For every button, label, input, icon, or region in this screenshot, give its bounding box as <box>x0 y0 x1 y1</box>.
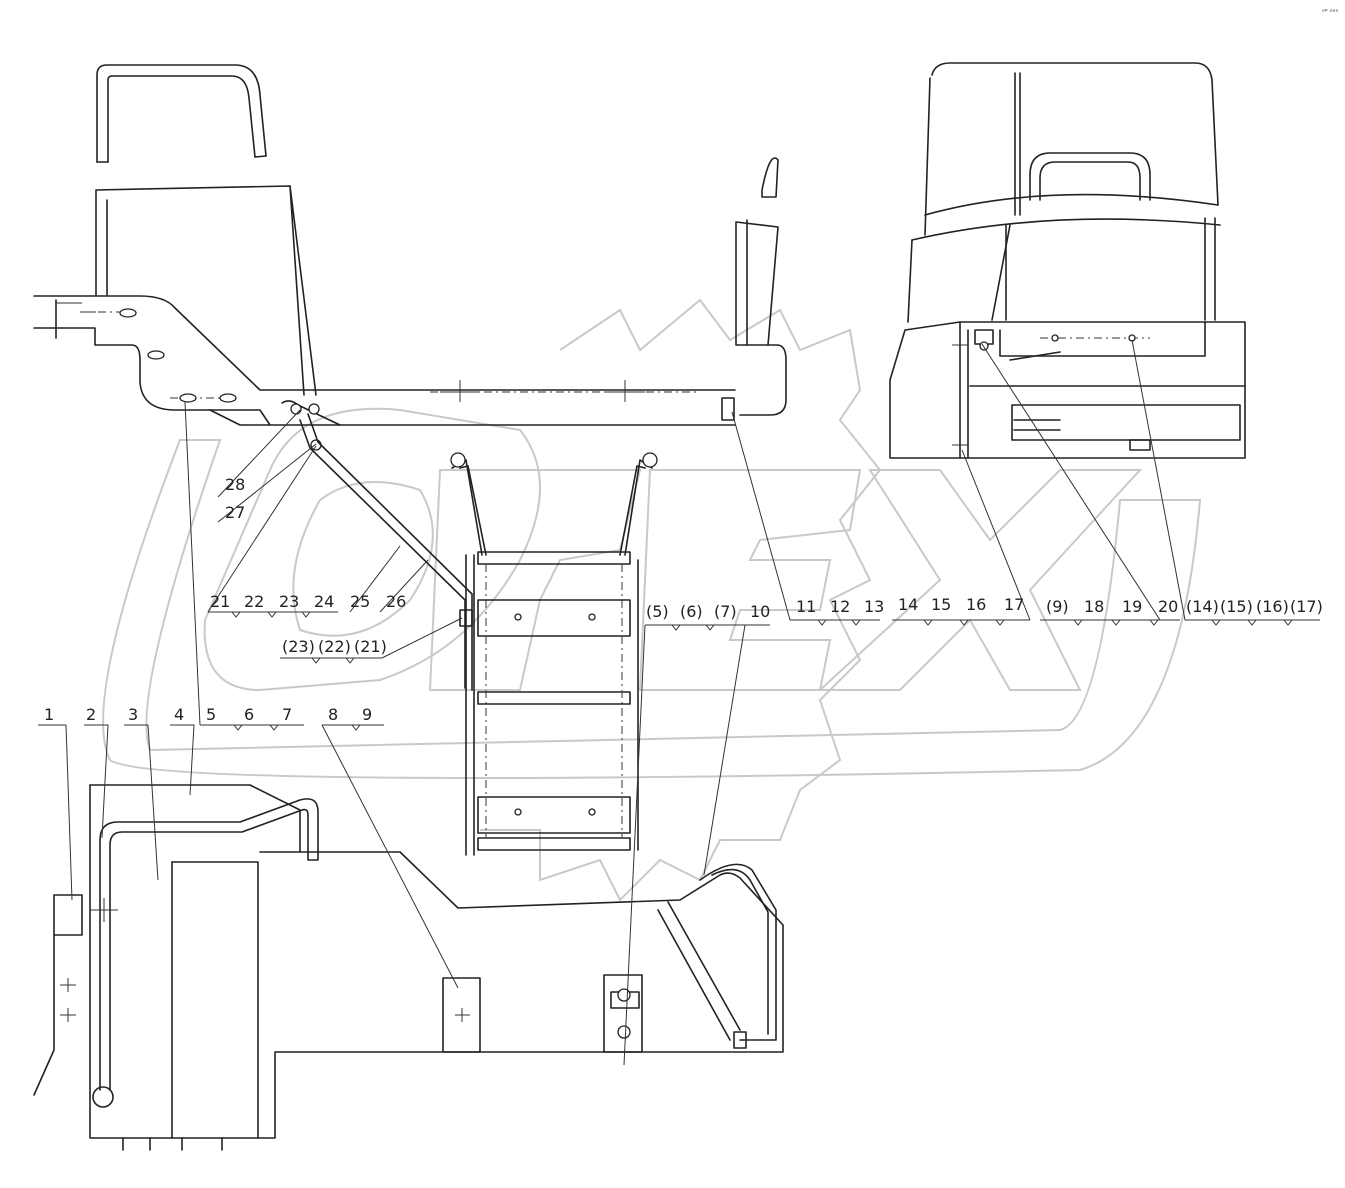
callout-23: 23 <box>279 592 299 611</box>
body-side-view <box>33 784 784 1151</box>
callout-15: 15 <box>931 595 951 614</box>
watermark-graphic <box>102 298 1202 902</box>
callout-5: 5 <box>206 705 216 724</box>
callout-6: 6 <box>244 705 254 724</box>
callout-21-ref: (21) <box>354 637 387 656</box>
corner-note: ᵒᴾ ᵒᵒᵒ <box>1322 8 1339 16</box>
callout-7-ref: (7) <box>714 602 737 621</box>
label-underlines <box>200 611 1320 731</box>
callout-2: 2 <box>86 705 96 724</box>
callout-21: 21 <box>210 592 230 611</box>
callout-labels: 1 2 3 4 5 6 7 8 9 28 27 21 22 23 24 25 2… <box>44 475 1323 724</box>
callout-16: 16 <box>966 595 986 614</box>
ladder-view <box>299 413 658 856</box>
callout-19: 19 <box>1122 597 1142 616</box>
callout-7: 7 <box>282 705 292 724</box>
callout-6-ref: (6) <box>680 602 703 621</box>
callout-17: 17 <box>1004 595 1024 614</box>
callout-11: 11 <box>796 597 816 616</box>
callout-24: 24 <box>314 592 334 611</box>
callout-4: 4 <box>174 705 184 724</box>
callout-28: 28 <box>225 475 245 494</box>
callout-20: 20 <box>1158 597 1178 616</box>
callout-1: 1 <box>44 705 54 724</box>
callout-5-ref: (5) <box>646 602 669 621</box>
callout-16-ref: (16) <box>1256 597 1289 616</box>
callout-26: 26 <box>386 592 406 611</box>
cab-rear-view <box>889 62 1246 459</box>
callout-23-ref: (23) <box>282 637 315 656</box>
callout-14-ref: (14) <box>1186 597 1219 616</box>
callout-10: 10 <box>750 602 770 621</box>
callout-8: 8 <box>328 705 338 724</box>
callout-22-ref: (22) <box>318 637 351 656</box>
callout-22: 22 <box>244 592 264 611</box>
callout-3: 3 <box>128 705 138 724</box>
callout-18: 18 <box>1084 597 1104 616</box>
callout-13: 13 <box>864 597 884 616</box>
callout-15-ref: (15) <box>1220 597 1253 616</box>
platform-side-view <box>33 157 787 451</box>
leader-lines <box>38 339 1320 1066</box>
callout-25: 25 <box>350 592 370 611</box>
callout-17-ref: (17) <box>1290 597 1323 616</box>
callout-14: 14 <box>898 595 918 614</box>
callout-9-ref: (9) <box>1046 597 1069 616</box>
callout-12: 12 <box>830 597 850 616</box>
callout-27: 27 <box>225 503 245 522</box>
callout-9: 9 <box>362 705 372 724</box>
top-railing-view <box>96 64 267 163</box>
